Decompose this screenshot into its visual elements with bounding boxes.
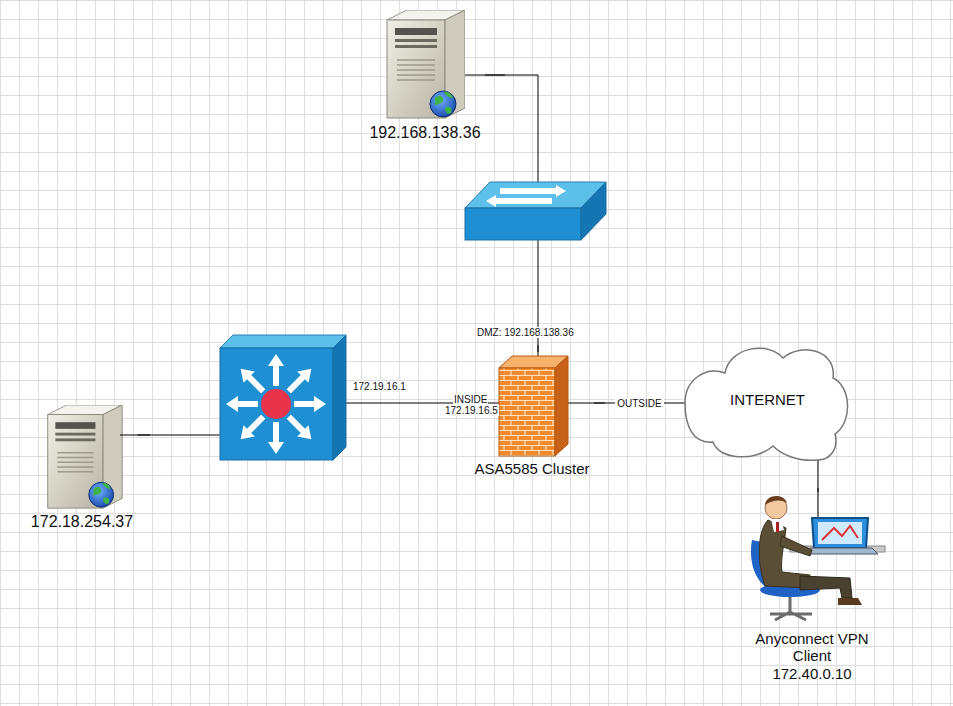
link-label: OUTSIDE bbox=[615, 398, 663, 409]
interface-label: DMZ: 192.168.138.36 bbox=[476, 327, 575, 338]
network-link bbox=[818, 460, 819, 492]
interface-label: INSIDE bbox=[453, 394, 488, 405]
server-node: 192.168.138.36 bbox=[365, 8, 485, 142]
node-label: 192.168.138.36 bbox=[365, 124, 485, 142]
node-label: ASA5585 Cluster bbox=[470, 460, 594, 477]
server-node: 172.18.254.37 bbox=[27, 403, 138, 531]
interface-label: 172.19.16.5 bbox=[444, 405, 499, 416]
node-label: INTERNET bbox=[730, 391, 805, 408]
internet-cloud: INTERNET bbox=[685, 340, 850, 460]
node-label: Anyconnect VPN Client bbox=[742, 630, 882, 665]
interface-label: 172.19.16.1 bbox=[352, 381, 407, 392]
vpn-client-node: Anyconnect VPN Client172.40.0.10 bbox=[742, 492, 882, 682]
node-label: 172.18.254.37 bbox=[27, 513, 138, 531]
node-label: 172.40.0.10 bbox=[742, 665, 882, 682]
